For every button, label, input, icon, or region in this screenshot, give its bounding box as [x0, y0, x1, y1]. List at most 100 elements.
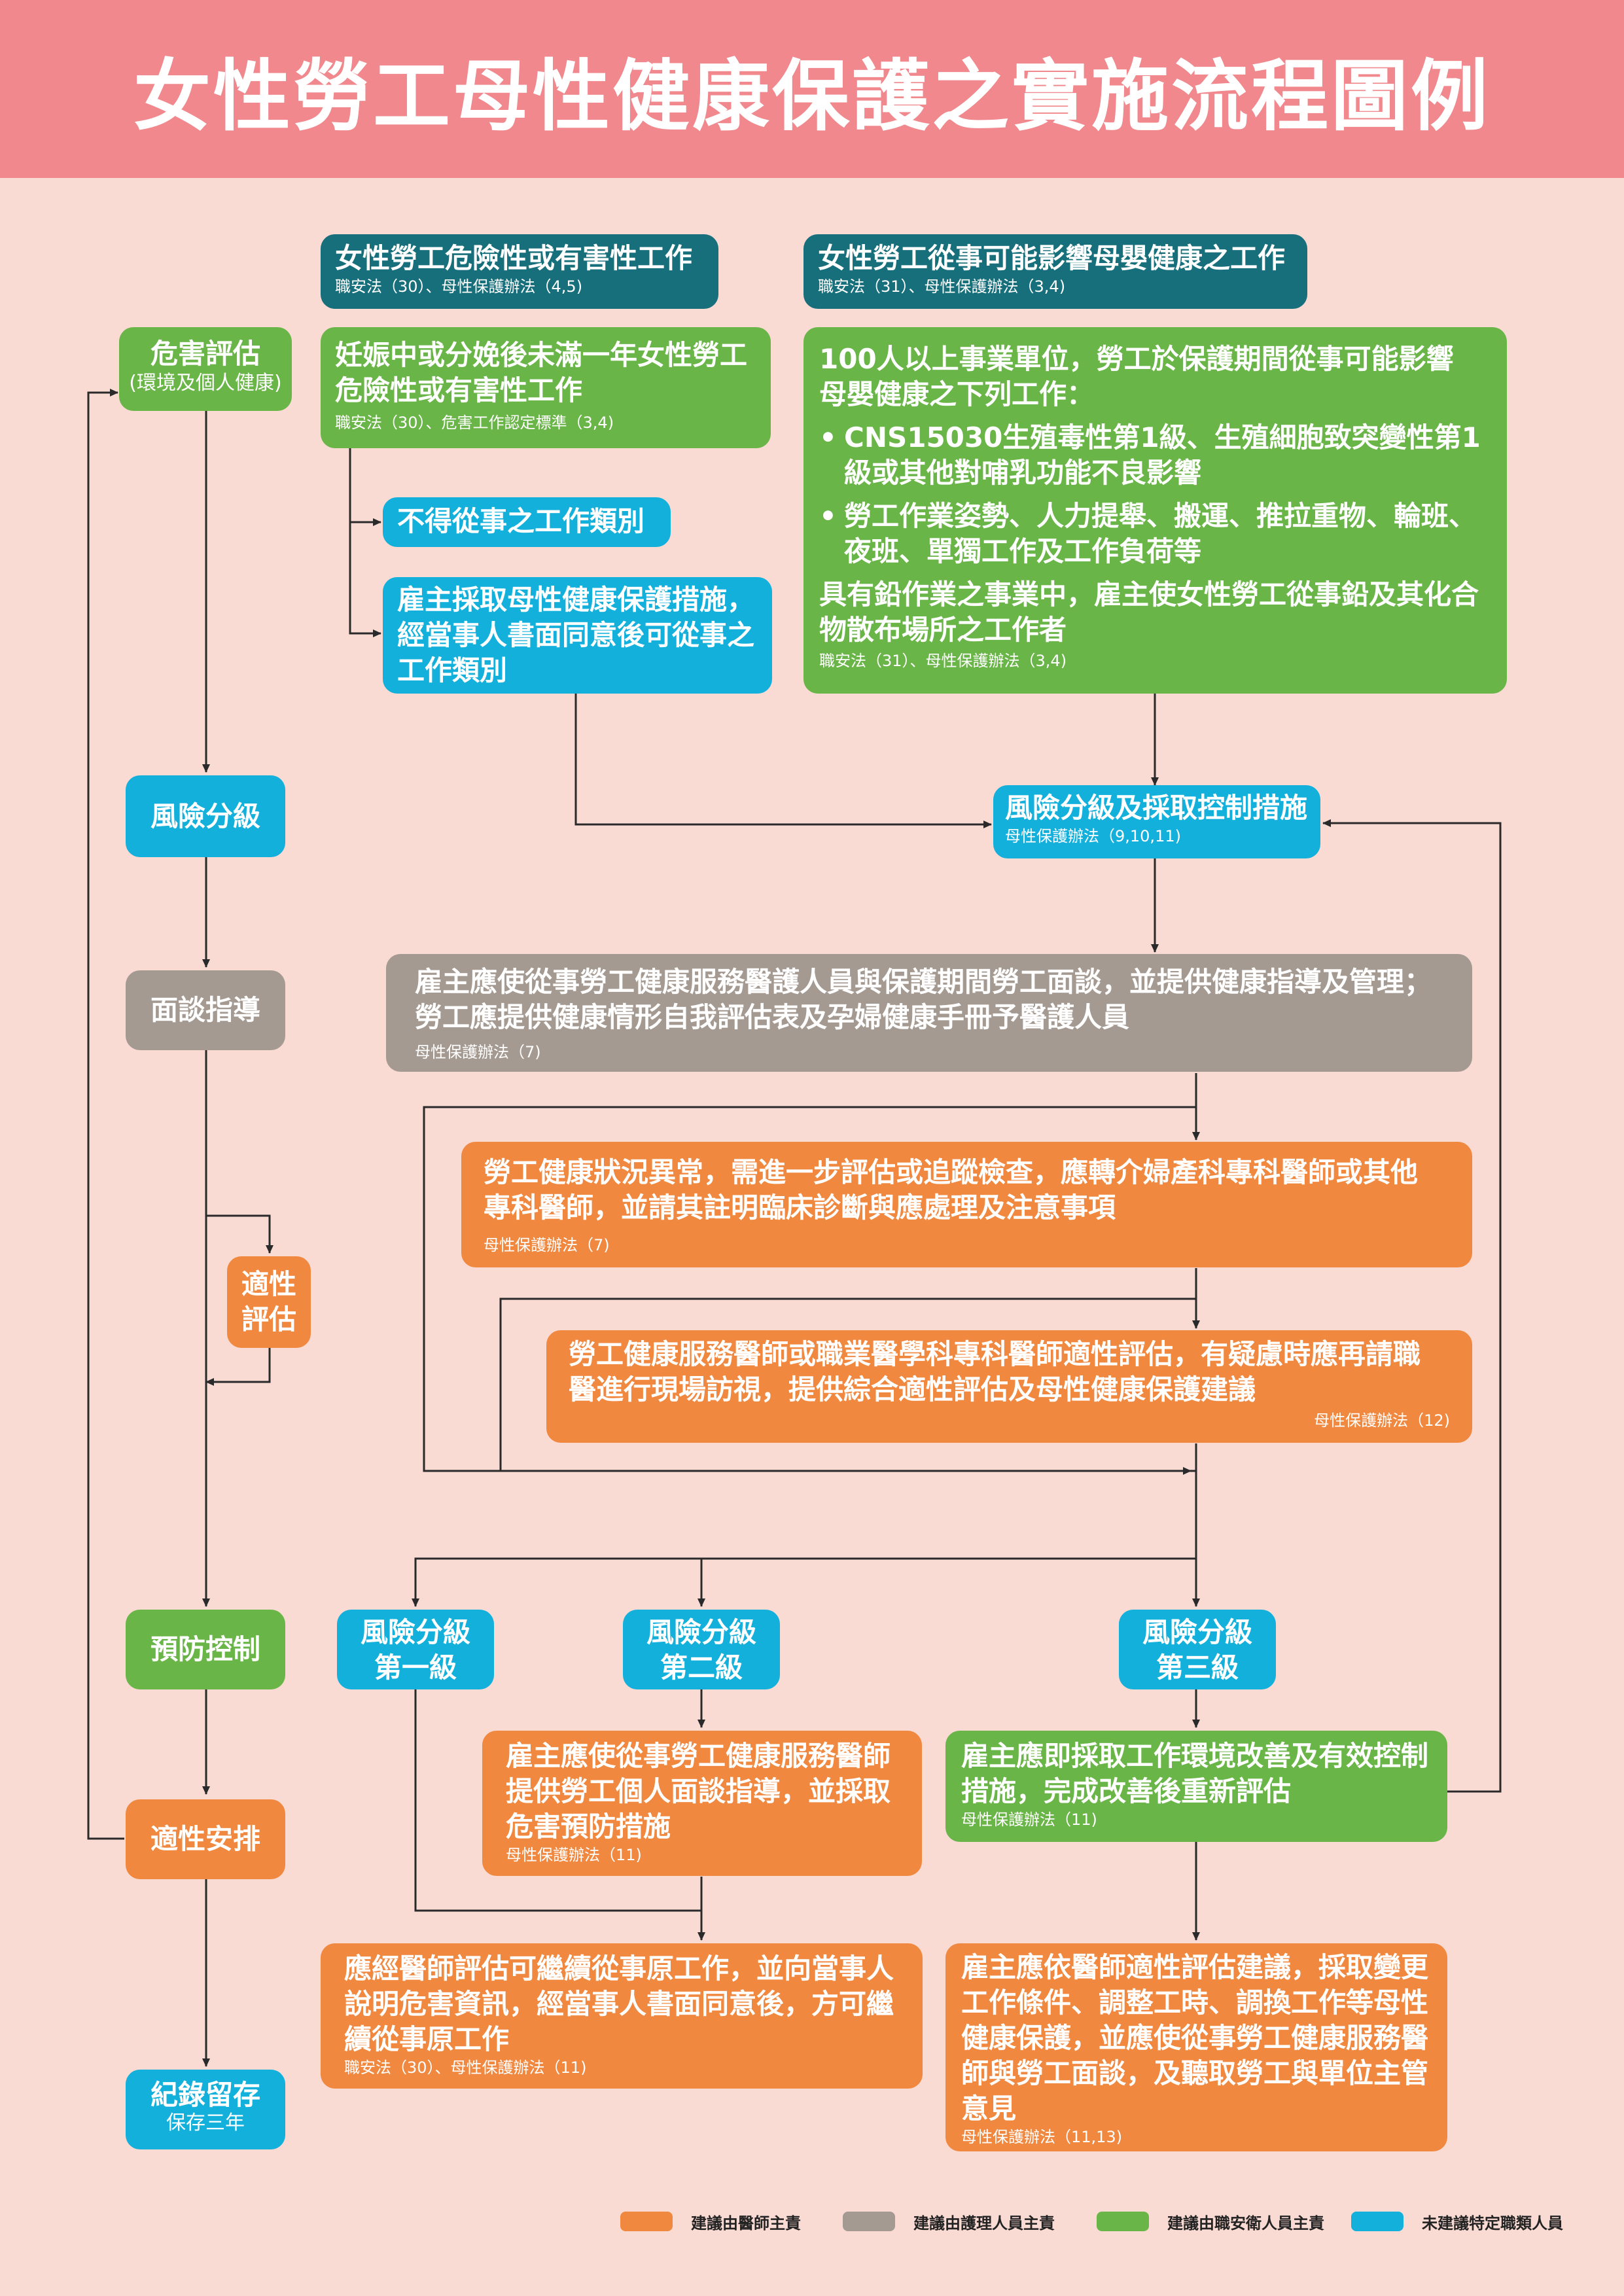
box-fitness-evaluation: 勞工健康服務醫師或職業醫學科專科醫師適性評估，有疑慮時應再請職 醫進行現場訪視，…	[546, 1330, 1472, 1443]
abnormal-line1: 勞工健康狀況異常，需進一步評估或追蹤檢查，應轉介婦產科專科醫師或其他	[484, 1156, 1419, 1188]
level3-box-line1: 雇主應即採取工作環境改善及有效控制	[961, 1740, 1429, 1772]
level-3: 風險分級 第三級	[1119, 1610, 1276, 1689]
level3-line1: 風險分級	[1142, 1616, 1252, 1648]
fitness-line2: 評估	[241, 1303, 296, 1335]
bypass-left-inner	[499, 1298, 1196, 1471]
legend-safety: 建議由職安衛人員主責	[1097, 2208, 1324, 2234]
bypass-left-outer	[423, 1106, 1196, 1472]
legend-unspecified: 未建議特定職類人員	[1351, 2208, 1563, 2234]
level3-box-ref: 母性保護辦法（11)	[961, 1810, 1097, 1829]
box-forbidden-work: 不得從事之工作類別	[383, 497, 671, 547]
abnormal-ref: 母性保護辦法（7)	[484, 1236, 610, 1254]
record-label: 紀錄留存	[150, 2079, 260, 2111]
level2-box-ref: 母性保護辦法（11)	[506, 1846, 642, 1864]
level2-box-line2: 提供勞工個人面談指導，並採取	[506, 1775, 891, 1807]
step-hazard-assessment: 危害評估 (環境及個人健康)	[119, 327, 292, 411]
step-fitness-assessment: 適性 評估	[227, 1256, 311, 1348]
adjust-line2: 工作條件、調整工時、調換工作等母性	[961, 1987, 1429, 2019]
legend-nurse: 建議由護理人員主責	[843, 2208, 1055, 2234]
risk-label: 風險分級	[150, 800, 260, 832]
fitness-line1: 適性	[241, 1268, 296, 1300]
over100-ref: 職安法（31）、母性保護辦法（3,4)	[819, 652, 1067, 670]
level2-box-line3: 危害預防措施	[506, 1810, 671, 1843]
adjust-line3: 健康保護，並應使從事勞工健康服務醫	[961, 2022, 1429, 2054]
hazardous-work-ref: 職安法（30）、母性保護辦法（4,5)	[335, 277, 583, 296]
interview-ref: 母性保護辦法（7)	[415, 1043, 541, 1061]
continue-line2: 說明危害資訊，經當事人書面同意後，方可繼	[344, 1988, 894, 2020]
interview-line2: 勞工應提供健康情形自我評估表及孕婦健康手冊予醫護人員	[415, 1001, 1130, 1033]
adjust-line4: 師與勞工面談，及聽取勞工與單位主管	[961, 2057, 1429, 2089]
over100-line1: 100人以上事業單位，勞工於保護期間從事可能影響	[819, 343, 1454, 375]
over100-bullet1: CNS15030生殖毒性第1級、生殖細胞致突變性第1級或其他對哺乳功能不良影響	[819, 420, 1491, 491]
affect-work-title: 女性勞工從事可能影響母嬰健康之工作	[818, 242, 1286, 274]
arrow-reassess	[1322, 819, 1502, 1793]
arrow-to-level1	[412, 1557, 1196, 1607]
page-title: 女性勞工母性健康保護之實施流程圖例	[133, 50, 1491, 141]
pregnant-ref: 職安法（30）、危害工作認定標準（3,4)	[335, 414, 614, 432]
level2-line1: 風險分級	[646, 1616, 756, 1648]
box-adjust-work-conditions: 雇主應依醫師適性評估建議，採取變更 工作條件、調整工時、調換工作等母性 健康保護…	[945, 1943, 1447, 2151]
interview-label: 面談指導	[150, 994, 260, 1026]
adjust-line5: 意見	[961, 2093, 1017, 2125]
line-level1	[414, 1689, 701, 1912]
pregnant-line2: 危險性或有害性工作	[335, 374, 583, 406]
step-prevention-control: 預防控制	[126, 1610, 285, 1689]
box-consent-work: 雇主採取母性健康保護措施， 經當事人書面同意後可從事之 工作類別	[383, 577, 772, 694]
box-pregnant-hazardous-work: 妊娠中或分娩後未滿一年女性勞工 危險性或有害性工作 職安法（30）、危害工作認定…	[321, 327, 771, 448]
affect-work-ref: 職安法（31）、母性保護辦法（3,4)	[818, 277, 1066, 296]
over100-line2: 母嬰健康之下列工作：	[819, 378, 1095, 410]
step-fitness-arrangement: 適性安排	[126, 1799, 285, 1879]
continue-line3: 續從事原工作	[344, 2023, 510, 2055]
fitness-box-ref: 母性保護辦法（12)	[1314, 1411, 1450, 1430]
box-health-abnormal: 勞工健康狀況異常，需進一步評估或追蹤檢查，應轉介婦產科專科醫師或其他 專科醫師，…	[461, 1142, 1472, 1267]
step-record-keeping: 紀錄留存 保存三年	[126, 2070, 285, 2149]
consent-line1: 雇主採取母性健康保護措施，	[397, 584, 755, 616]
over100-bullet2: 勞工作業姿勢、人力提舉、搬運、推拉重物、輪班、夜班、單獨工作及工作負荷等	[819, 499, 1491, 569]
legend-label-unspecified: 未建議特定職類人員	[1422, 2214, 1563, 2233]
arrow-loop-back	[87, 389, 124, 1840]
level-2: 風險分級 第二級	[623, 1610, 780, 1689]
level-1: 風險分級 第一級	[337, 1610, 494, 1689]
legend-swatch-nurse	[843, 2212, 895, 2231]
legend-doctor: 建議由醫師主責	[620, 2208, 801, 2234]
over100-lead1: 具有鉛作業之事業中，雇主使女性勞工從事鉛及其化合	[819, 578, 1479, 610]
header-hazardous-work: 女性勞工危險性或有害性工作 職安法（30）、母性保護辦法（4,5)	[321, 234, 718, 309]
adjust-line1: 雇主應依醫師適性評估建議，採取變更	[961, 1951, 1429, 1983]
fitness-box-line1: 勞工健康服務醫師或職業醫學科專科醫師適性評估，有疑慮時應再請職	[569, 1338, 1421, 1370]
box-risk-control: 風險分級及採取控制措施 母性保護辦法（9,10,11)	[993, 785, 1320, 858]
record-sub: 保存三年	[166, 2111, 245, 2134]
arrow-to-fitness	[206, 1214, 274, 1254]
over100-lead2: 物散布場所之工作者	[819, 614, 1067, 646]
forbidden-label: 不得從事之工作類別	[397, 505, 645, 537]
hazard-sub: (環境及個人健康)	[129, 372, 282, 395]
box-continue-original-work: 應經醫師評估可繼續從事原工作，並向當事人 說明危害資訊，經當事人書面同意後，方可…	[321, 1943, 923, 2089]
hazard-label: 危害評估	[150, 338, 260, 370]
header-banner: 女性勞工母性健康保護之實施流程圖例	[0, 0, 1624, 178]
level3-line2: 第三級	[1156, 1651, 1239, 1684]
level2-box-line1: 雇主應使從事勞工健康服務醫師	[506, 1740, 891, 1772]
level1-line1: 風險分級	[360, 1616, 470, 1648]
legend-label-doctor: 建議由醫師主責	[691, 2214, 801, 2233]
fitness-box-line2: 醫進行現場訪視，提供綜合適性評估及母性健康保護建議	[569, 1373, 1256, 1405]
level2-line2: 第二級	[660, 1651, 743, 1684]
legend-swatch-unspecified	[1351, 2212, 1403, 2231]
pregnant-line1: 妊娠中或分娩後未滿一年女性勞工	[335, 339, 748, 371]
legend-label-safety: 建議由職安衛人員主責	[1167, 2214, 1324, 2233]
header-affect-work: 女性勞工從事可能影響母嬰健康之工作 職安法（31）、母性保護辦法（3,4)	[803, 234, 1307, 309]
interview-line1: 雇主應使從事勞工健康服務醫護人員與保護期間勞工面談，並提供健康指導及管理；	[415, 966, 1432, 998]
level3-box-line2: 措施，完成改善後重新評估	[961, 1775, 1292, 1807]
continue-line1: 應經醫師評估可繼續從事原工作，並向當事人	[344, 1952, 894, 1985]
box-level2-action: 雇主應使從事勞工健康服務醫師 提供勞工個人面談指導，並採取 危害預防措施 母性保…	[482, 1731, 922, 1876]
box-interview-guidance: 雇主應使從事勞工健康服務醫護人員與保護期間勞工面談，並提供健康指導及管理； 勞工…	[386, 954, 1472, 1072]
consent-line2: 經當事人書面同意後可從事之	[397, 619, 755, 651]
prevent-label: 預防控制	[150, 1633, 260, 1665]
continue-ref: 職安法（30）、母性保護辦法（11)	[344, 2058, 587, 2077]
box-over-100-workers: 100人以上事業單位，勞工於保護期間從事可能影響 母嬰健康之下列工作： CNS1…	[803, 327, 1507, 694]
risk-control-title: 風險分級及採取控制措施	[1005, 792, 1308, 824]
legend-swatch-safety	[1097, 2212, 1149, 2231]
consent-line3: 工作類別	[397, 654, 508, 686]
arrow-to-consent	[349, 448, 381, 637]
legend-label-nurse: 建議由護理人員主責	[913, 2214, 1055, 2233]
level1-line2: 第一級	[374, 1651, 457, 1684]
